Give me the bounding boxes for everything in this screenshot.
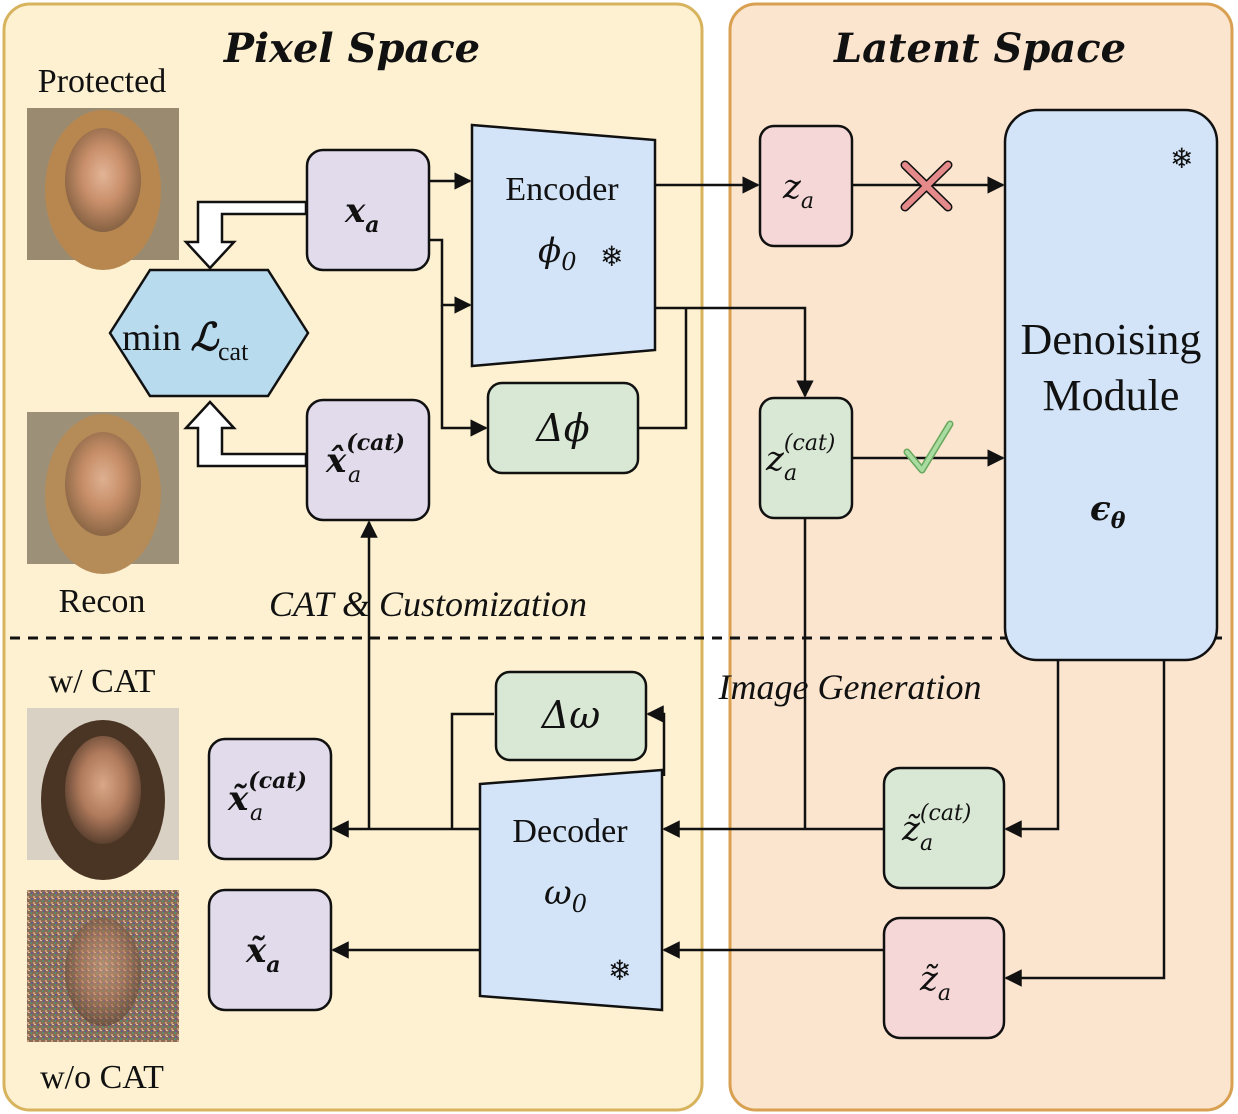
x-hat-cat-node (305, 398, 431, 522)
z-cat-base: z (765, 439, 785, 479)
check-icon (903, 420, 954, 474)
encoder-param-sub: 0 (561, 248, 576, 276)
image-generation-label: Image Generation (718, 667, 982, 707)
svg-text:z(cat): z(cat) (765, 431, 835, 479)
snowflake-icon: ❄ (1170, 142, 1193, 175)
protected-label: Protected (38, 63, 166, 100)
decoder-block (478, 768, 664, 1012)
z-tilde-sub: a (938, 981, 951, 1006)
z-cat-sup: (cat) (784, 431, 835, 456)
recon-image (27, 412, 179, 574)
svg-text:x̃(cat): x̃(cat) (227, 768, 307, 819)
decoder-param: ω (544, 873, 572, 913)
denoiser-param: ϵ (1090, 489, 1111, 529)
svg-text:min ℒcat: min ℒcat (122, 317, 249, 366)
edge-xa-deltaphi (440, 305, 488, 437)
x-tilde-cat-node (207, 737, 333, 861)
x-a-base: x (344, 191, 366, 231)
svg-text:z̃(cat): z̃(cat) (901, 801, 971, 849)
denoiser-param-sub: θ (1111, 508, 1126, 534)
svg-text:z̃a: z̃a (919, 959, 951, 1006)
z-tilde-cat-sup: (cat) (920, 801, 971, 826)
delta-omega-label: Δω (540, 693, 600, 737)
connections (331, 172, 1166, 987)
z-a-base: z (782, 167, 802, 207)
encoder-label: Encoder (505, 171, 619, 208)
x-tilde-cat-sub: a (250, 801, 263, 826)
x-tilde-cat-base: x̃ (227, 779, 249, 819)
with-cat-image (27, 708, 179, 880)
z-tilde-base: z̃ (919, 959, 939, 999)
edge-decoder-deltaomega (450, 712, 494, 829)
x-a-sub: a (365, 212, 379, 238)
x-tilde-node (207, 888, 333, 1012)
edge-xa-encoder-lower (429, 238, 472, 314)
x-hat-cat-sup: (cat) (346, 430, 405, 456)
loss-symbol: ℒ (191, 317, 220, 359)
loss-sub: cat (218, 337, 249, 366)
without-cat-image (27, 890, 179, 1042)
without-cat-label: w/o CAT (40, 1059, 164, 1096)
svg-text:xa: xa (344, 191, 380, 238)
svg-text:x̃a: x̃a (245, 931, 281, 978)
z-cat-sub: a (784, 461, 797, 486)
svg-text:ω0: ω0 (544, 873, 587, 918)
decoder-param-sub: 0 (572, 890, 587, 918)
snowflake-icon: ❄ (608, 954, 631, 987)
denoising-module (1003, 108, 1219, 662)
loss-node: min ℒcat (108, 268, 310, 398)
encoder-block (470, 123, 657, 368)
edge-deltaphi-merge (638, 308, 688, 430)
svg-text:ϕ0: ϕ0 (538, 231, 576, 276)
loss-prefix: min (122, 317, 191, 359)
x-hat-cat-base: x̂ (325, 441, 347, 481)
x-tilde-cat-sup: (cat) (248, 768, 307, 794)
edge-denoiser-ztildecat (1004, 660, 1060, 838)
x-a-node (305, 148, 431, 272)
decoder-label: Decoder (512, 813, 628, 850)
latent-space-title: Latent Space (833, 25, 1126, 72)
z-a-node (758, 124, 854, 248)
svg-text:x̂(cat): x̂(cat) (325, 430, 405, 481)
svg-text:ϵθ: ϵθ (1090, 489, 1126, 534)
x-hat-cat-sub: a (348, 463, 361, 488)
edge-denoiser-ztilde (1004, 660, 1166, 987)
svg-text:za: za (782, 167, 814, 214)
z-tilde-cat-sub: a (920, 831, 933, 856)
edge-encoder-zcat (655, 306, 814, 398)
cross-icon (900, 160, 953, 212)
x-tilde-sub: a (266, 952, 280, 978)
z-tilde-cat-base: z̃ (901, 809, 921, 849)
recon-label: Recon (59, 583, 146, 620)
z-tilde-node (882, 916, 1006, 1040)
edge-deltaomega-return (646, 705, 666, 776)
denoiser-line2: Module (1043, 371, 1180, 420)
x-tilde-base: x̃ (245, 931, 267, 971)
snowflake-icon: ❄ (600, 240, 623, 273)
pixel-space-title: Pixel Space (223, 25, 480, 72)
hollow-arrow-bottom (183, 400, 308, 468)
delta-phi-label: Δϕ (534, 406, 589, 450)
z-a-sub: a (801, 189, 814, 214)
protected-image (27, 108, 179, 270)
with-cat-label: w/ CAT (49, 663, 156, 700)
denoiser-line1: Denoising (1021, 315, 1202, 364)
delta-omega-node (494, 670, 648, 762)
encoder-param: ϕ (538, 231, 561, 271)
hollow-arrow-top (183, 200, 308, 270)
cat-customization-label: CAT & Customization (269, 584, 587, 624)
